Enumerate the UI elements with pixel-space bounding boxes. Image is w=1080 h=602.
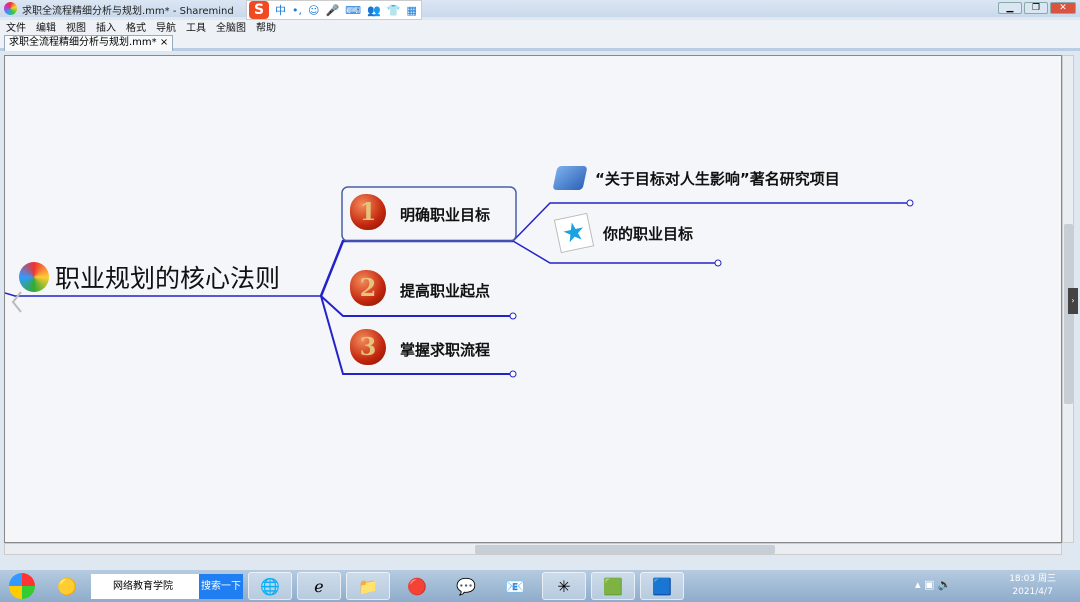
app-icon — [4, 2, 17, 15]
clock-time: 18:03 周三 — [1009, 574, 1056, 584]
menu-insert[interactable]: 插入 — [96, 23, 116, 34]
app-360-icon[interactable]: 🟡 — [57, 576, 77, 596]
ime-punct-icon[interactable]: •, — [292, 3, 302, 17]
menu-fullmap[interactable]: 全脑图 — [216, 23, 246, 34]
connector-lines — [5, 186, 914, 378]
ime-skin-icon[interactable]: 👕 — [386, 3, 401, 17]
sharemind-icon[interactable]: ✳ — [542, 572, 586, 600]
ime-chinese-mode[interactable]: 中 — [275, 4, 286, 17]
number-badge-icon: 3 — [350, 329, 386, 365]
menu-help[interactable]: 帮助 — [256, 23, 276, 34]
search-text: 网络教育学院 — [113, 581, 173, 592]
ime-menu-icon[interactable]: ▦ — [406, 3, 417, 17]
search-input[interactable]: 网络教育学院 — [91, 574, 199, 599]
close-button[interactable]: ✕ — [1050, 2, 1076, 14]
menu-view[interactable]: 视图 — [66, 23, 86, 34]
chrome-icon[interactable]: 🔴 — [407, 576, 427, 596]
ime-keyboard-icon[interactable]: ⌨ — [345, 3, 362, 17]
blue-app-icon[interactable]: 🟦 — [640, 572, 684, 600]
minimize-button[interactable]: ▁ — [998, 2, 1022, 14]
book-icon — [552, 166, 588, 190]
branch-label: 掌握求职流程 — [400, 341, 491, 359]
mindmap-canvas[interactable]: 职业规划的核心法则 1 明确职业目标 2 提高职业起点 3 掌握求职流程 “关于… — [4, 55, 1062, 543]
tab-document[interactable]: 求职全流程精细分析与规划.mm* × — [4, 35, 174, 51]
menu-tools[interactable]: 工具 — [186, 23, 206, 34]
ime-voice-icon[interactable]: 🎤 — [325, 3, 340, 17]
number-badge-icon: 1 — [350, 194, 386, 230]
scroll-thumb[interactable] — [475, 545, 775, 554]
ie-icon[interactable]: ℯ — [297, 572, 341, 600]
horizontal-scrollbar[interactable] — [4, 543, 1062, 555]
menu-edit[interactable]: 编辑 — [36, 23, 56, 34]
outlook-icon[interactable]: 📧 — [505, 576, 525, 596]
sogou-logo-icon[interactable]: S — [249, 1, 269, 19]
child-label: 你的职业目标 — [603, 224, 694, 243]
scroll-thumb[interactable] — [1064, 224, 1073, 404]
search-button[interactable]: 搜索一下 — [199, 574, 243, 599]
root-node[interactable]: 职业规划的核心法则 — [19, 259, 280, 295]
menu-bar: 文件 编辑 视图 插入 格式 导航 工具 全脑图 帮助 — [0, 20, 1080, 34]
file-explorer-icon[interactable]: 📁 — [346, 572, 390, 600]
menu-navigate[interactable]: 导航 — [156, 23, 176, 34]
child-node-research[interactable]: “关于目标对人生影响”著名研究项目 — [552, 166, 840, 190]
number-badge-icon: 2 — [350, 270, 386, 306]
child-node-goal[interactable]: ★ 你的职业目标 — [553, 212, 694, 254]
window-title: 求职全流程精细分析与规划.mm* - Sharemind — [22, 6, 234, 17]
taskbar: 🟡 网络教育学院 搜索一下 🌐 ℯ 📁 🔴 💬 📧 ✳ 🟩 🟦 ▴ ▣ 🔊 18… — [0, 570, 1080, 602]
side-panel-toggle[interactable]: › — [1068, 288, 1078, 314]
clock-date: 2021/4/7 — [1012, 587, 1053, 597]
branch-label: 提高职业起点 — [400, 282, 491, 300]
child-label: “关于目标对人生影响”著名研究项目 — [595, 169, 840, 188]
branch-label: 明确职业目标 — [400, 206, 491, 224]
tab-strip: 求职全流程精细分析与规划.mm* × — [0, 33, 1080, 51]
title-bar: 求职全流程精细分析与规划.mm* - Sharemind S 中 •, ☺ 🎤 … — [0, 0, 1080, 20]
tab-label: 求职全流程精细分析与规划.mm* — [9, 37, 157, 48]
magnifier-icon — [19, 262, 49, 292]
ime-emoji-icon[interactable]: ☺ — [308, 3, 320, 17]
browser-360-icon[interactable]: 🌐 — [248, 572, 292, 600]
menu-file[interactable]: 文件 — [6, 23, 26, 34]
start-button[interactable] — [2, 572, 42, 600]
wechat-icon[interactable]: 💬 — [456, 576, 476, 596]
ime-toolbar[interactable]: S 中 •, ☺ 🎤 ⌨ 👥 👕 ▦ — [246, 0, 422, 20]
ime-user-icon[interactable]: 👥 — [367, 3, 381, 17]
restore-button[interactable]: ❐ — [1024, 2, 1048, 14]
root-label: 职业规划的核心法则 — [55, 264, 281, 293]
clock[interactable]: 18:03 周三 2021/4/7 — [1009, 573, 1056, 599]
tray-icons[interactable]: ▴ ▣ 🔊 — [915, 578, 952, 591]
menu-format[interactable]: 格式 — [126, 23, 146, 34]
star-icon: ★ — [553, 212, 595, 254]
tab-close-icon[interactable]: × — [159, 37, 169, 48]
green-app-icon[interactable]: 🟩 — [591, 572, 635, 600]
